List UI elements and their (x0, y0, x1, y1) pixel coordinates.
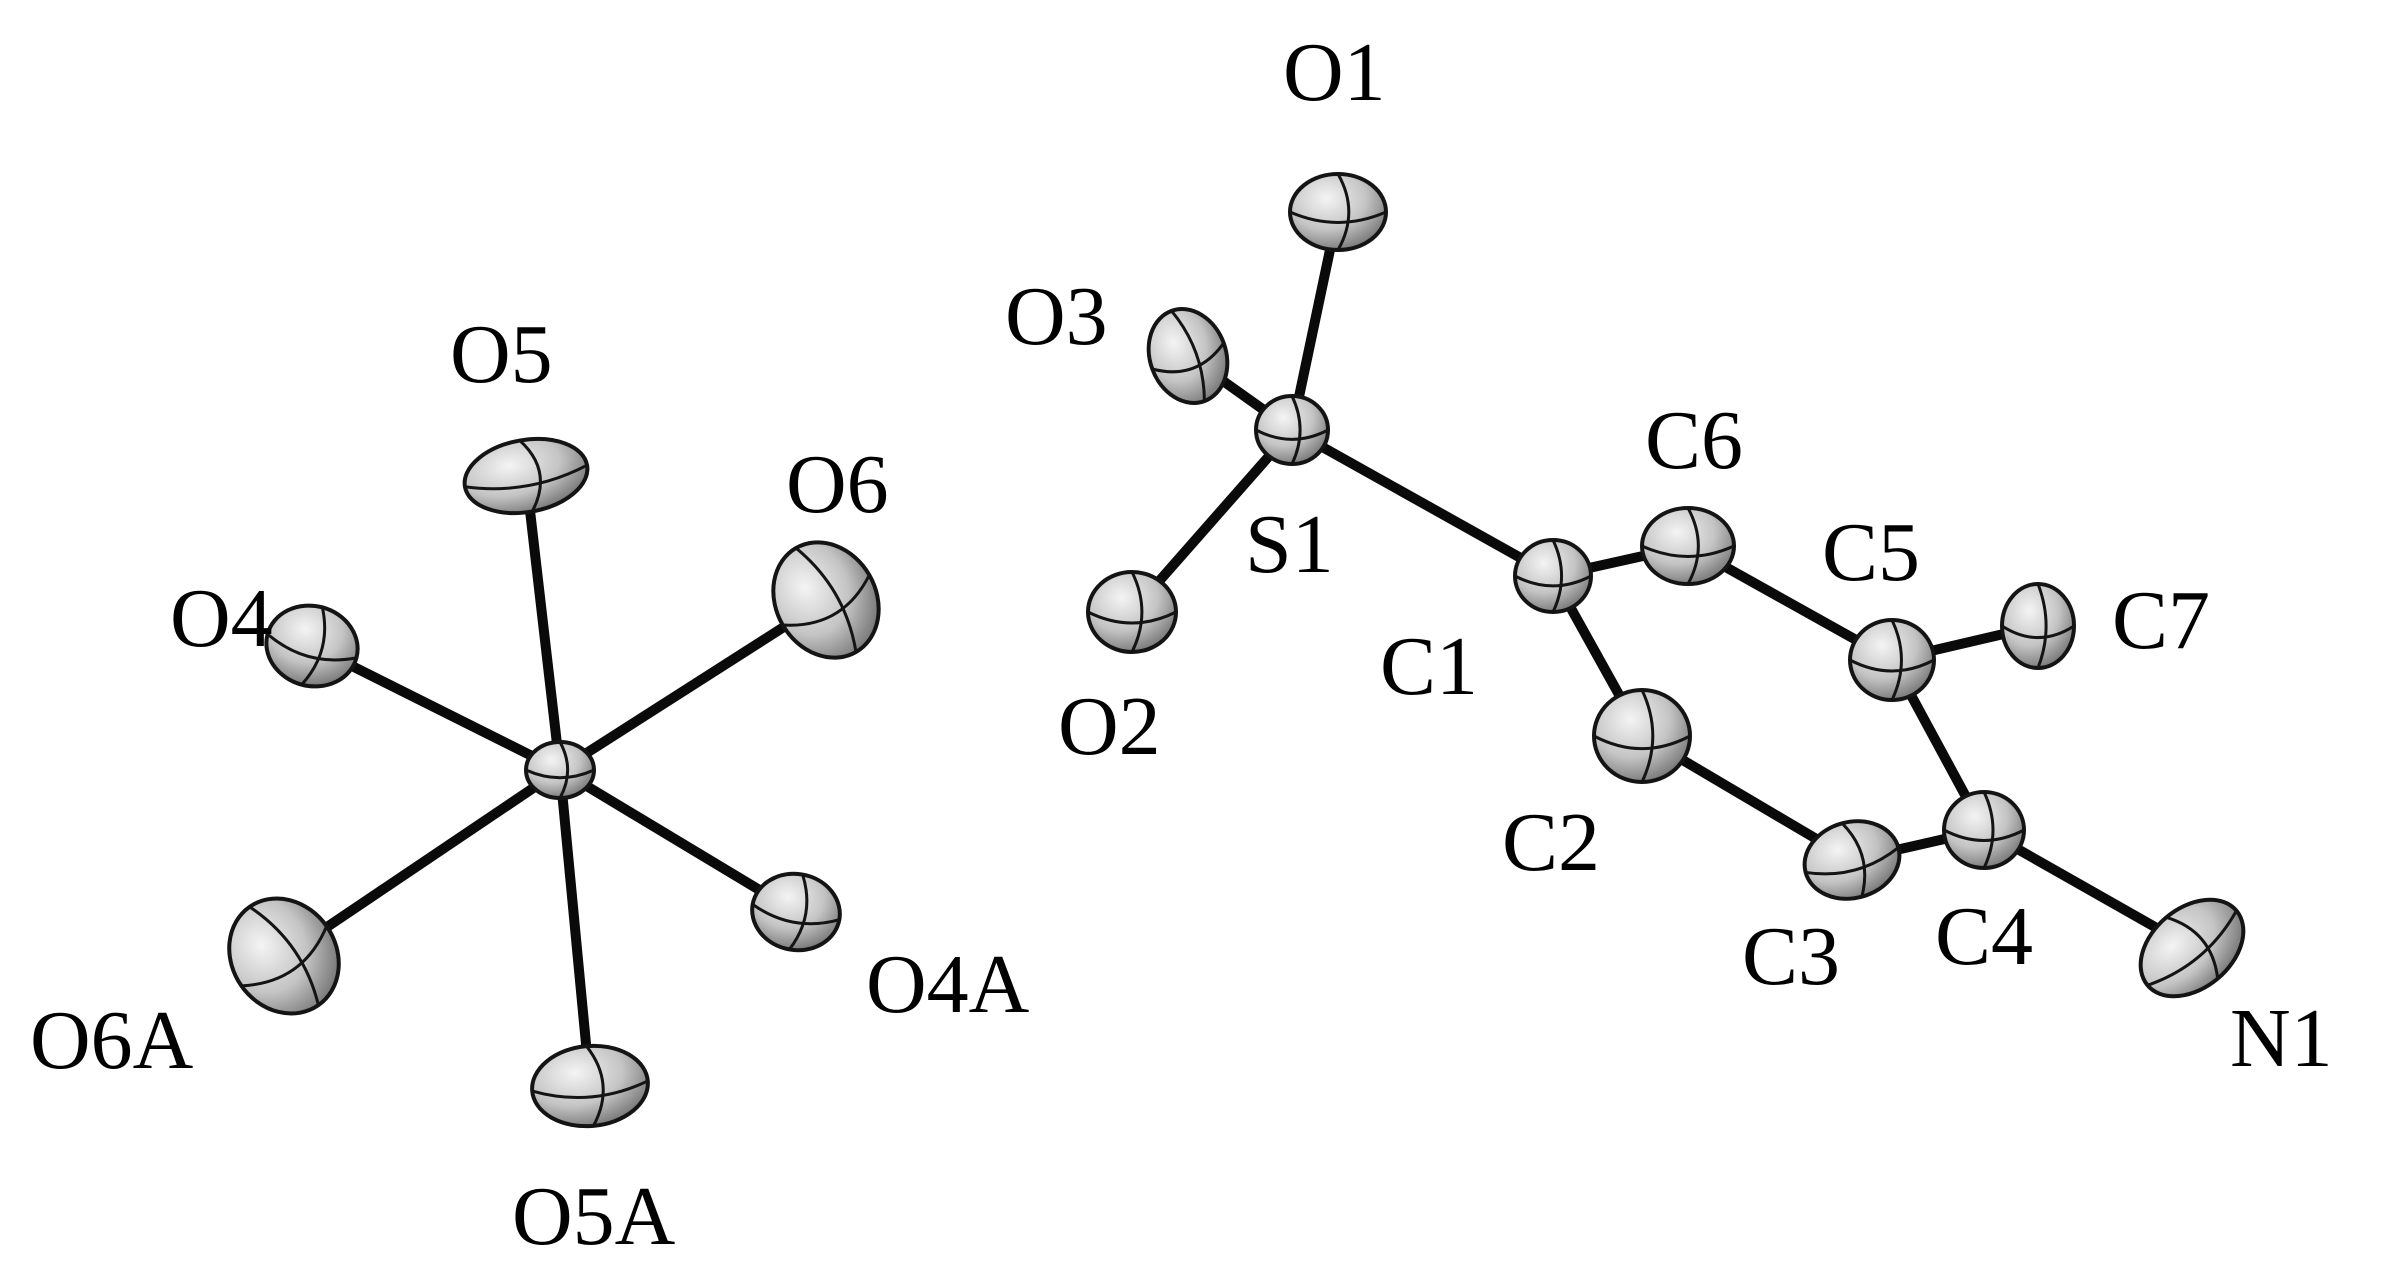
bond-s1-c1 (1287, 425, 1558, 581)
atom-ellipsoid-c3 (1802, 819, 1902, 901)
atom-ellipsoid-c4 (1942, 790, 2026, 870)
atom-label-o5: O5 (450, 308, 553, 401)
atom-ellipsoid-o4 (264, 603, 360, 689)
bond-m-o5a (555, 765, 595, 1091)
atom-label-n1: N1 (2230, 992, 2333, 1085)
atom-ellipsoid-m (524, 740, 596, 800)
atom-label-c1: C1 (1380, 620, 1478, 713)
atom-ellipsoid-c2 (1592, 688, 1692, 784)
bond-m-o6 (555, 595, 831, 775)
atom-label-o3: O3 (1005, 270, 1108, 363)
atom-ellipsoid-s1 (1254, 394, 1330, 466)
atom-ellipsoid-o2 (1086, 570, 1178, 654)
atom-ellipsoid-c5 (1848, 618, 1936, 702)
bond-m-o6a (279, 765, 565, 961)
atom-label-o6: O6 (786, 438, 889, 531)
bond-m-o5 (521, 471, 565, 775)
atom-ellipsoid-o1 (1288, 172, 1388, 252)
atom-ellipsoid-o3 (1146, 307, 1230, 405)
atom-ellipsoid-o5 (462, 436, 590, 516)
atom-label-c5: C5 (1822, 506, 1920, 599)
atom-ellipsoid-o5a (530, 1043, 650, 1129)
label-layer: O5 O6 O4 O4A O6A O5A O1 O3 S1 O2 C1 C6 C… (30, 26, 2333, 1263)
atom-label-c2: C2 (1502, 796, 1600, 889)
atom-label-o4: O4 (170, 572, 273, 665)
atom-label-o6a: O6A (30, 994, 194, 1087)
atom-label-c3: C3 (1742, 910, 1840, 1003)
bond-m-o4a (555, 765, 801, 917)
atom-ellipsoid-o6 (771, 540, 881, 660)
atom-ellipsoid-c6 (1640, 506, 1736, 586)
atom-layer (227, 172, 2246, 1129)
atom-label-c4: C4 (1935, 890, 2033, 983)
atom-label-o5a: O5A (512, 1170, 676, 1263)
atom-label-s1: S1 (1245, 498, 1334, 591)
atom-label-c6: C6 (1645, 394, 1743, 487)
atom-label-o2: O2 (1058, 680, 1161, 773)
atom-label-o4a: O4A (866, 938, 1030, 1031)
atom-ellipsoid-n1 (2138, 897, 2246, 999)
atom-ellipsoid-c1 (1513, 538, 1593, 614)
atom-ellipsoid-o4a (750, 871, 842, 953)
atom-label-o1: O1 (1283, 26, 1386, 119)
atom-ellipsoid-o6a (227, 896, 341, 1016)
atom-label-c7: C7 (2112, 574, 2210, 667)
atom-ellipsoid-c7 (2000, 582, 2076, 670)
